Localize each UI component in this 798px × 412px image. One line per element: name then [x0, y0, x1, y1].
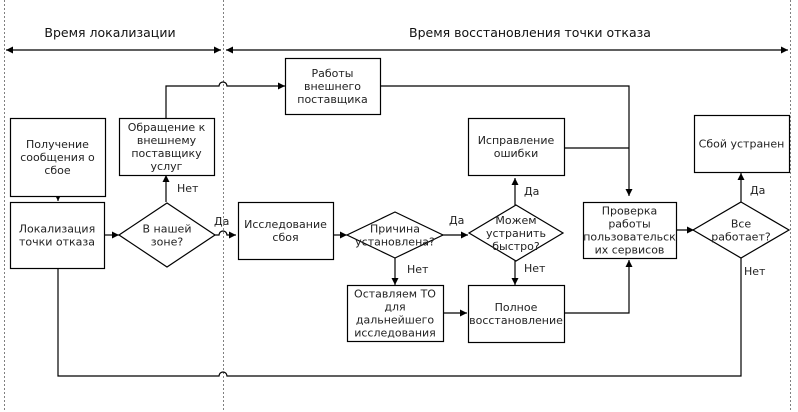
process-box — [237, 201, 335, 261]
label-causefound-yes: Да — [449, 214, 464, 227]
process-box — [346, 284, 445, 343]
phase-localization-label: Время локализации — [44, 25, 175, 40]
node-text-line: Полное — [495, 301, 538, 314]
node-text-line: внешнему — [137, 134, 197, 147]
process-box — [9, 201, 106, 270]
node-text-line: Исследование — [244, 218, 327, 231]
label-causefound-no: Нет — [407, 263, 429, 276]
decision-diamond — [345, 211, 445, 259]
node-text-line: Получение — [26, 138, 89, 151]
process-box — [9, 117, 107, 198]
node-text-line: услуг — [151, 160, 183, 173]
node-text-line: пользовательск — [583, 231, 676, 244]
label-fixquick-yes: Да — [524, 185, 539, 198]
node-text-line: Причина — [370, 223, 420, 236]
phase-recovery: Время восстановления точки отказа — [226, 25, 788, 54]
node-text-line: Оставляем ТО — [354, 288, 436, 301]
process-box — [118, 117, 216, 177]
node-text-line: для — [384, 301, 405, 314]
process-box — [284, 57, 382, 116]
label-inzone-no: Нет — [177, 182, 199, 195]
process-box — [582, 201, 678, 260]
node-text-line: поставщика — [297, 93, 368, 106]
label-inzone-yes: Да — [214, 215, 229, 228]
label-allworks-no: Нет — [744, 265, 766, 278]
node-text-line: дальнейшего — [356, 314, 435, 327]
node-text-line: Проверка — [602, 205, 658, 218]
edge-fullrestore-checkservices — [564, 260, 633, 314]
node-text-line: сбое — [44, 164, 71, 177]
node-text-line: исследования — [354, 327, 436, 340]
phase-recovery-label: Время восстановления точки отказа — [409, 25, 651, 40]
node-text-line: быстро? — [492, 240, 540, 253]
edge-allworks-localize — [54, 258, 742, 377]
process-box — [693, 114, 791, 174]
node-text-line: внешнего — [304, 80, 361, 93]
node-text-line: сообщения о — [20, 151, 95, 164]
node-text-line: зоне? — [151, 236, 184, 249]
decision-diamond — [467, 204, 565, 262]
node-text-line: восстановление — [469, 314, 563, 327]
decision-diamond — [117, 202, 217, 268]
node-text-line: Можем — [495, 214, 536, 227]
node-text-line: Все — [731, 218, 752, 231]
node-text-line: точки отказа — [19, 236, 95, 249]
node-text-line: их сервисов — [595, 244, 665, 257]
edges — [54, 81, 745, 377]
node-resolved: Сбой устранен — [693, 114, 791, 174]
node-text-line: Сбой устранен — [699, 138, 785, 151]
node-text-line: работы — [608, 218, 650, 231]
node-text-line: поставщику — [131, 147, 202, 160]
node-text-line: Работы — [312, 67, 354, 80]
node-text-line: устранить — [486, 227, 546, 240]
label-fixquick-no: Нет — [524, 262, 546, 275]
process-box — [467, 117, 566, 177]
process-box — [467, 284, 566, 344]
node-text-line: сбоя — [272, 231, 298, 244]
label-allworks-yes: Да — [750, 184, 765, 197]
node-text-line: работает? — [711, 231, 771, 244]
decision-diamond — [691, 201, 791, 259]
edge-inzone-investigate — [214, 230, 236, 239]
node-text-line: Обращение к — [128, 121, 206, 134]
edge-labels: Нет Да Да Нет Да Нет Да Нет — [177, 182, 766, 278]
phase-localization: Время локализации — [6, 25, 221, 54]
edge-contactvendor-vendorwork — [165, 81, 285, 118]
node-text-line: установлена? — [355, 236, 435, 249]
node-text-line: ошибки — [494, 147, 539, 160]
node-text-line: Локализация — [19, 223, 95, 236]
node-text-line: Исправление — [478, 134, 555, 147]
edge-vendorwork-checkservices — [380, 85, 633, 196]
node-text-line: В нашей — [143, 223, 192, 236]
